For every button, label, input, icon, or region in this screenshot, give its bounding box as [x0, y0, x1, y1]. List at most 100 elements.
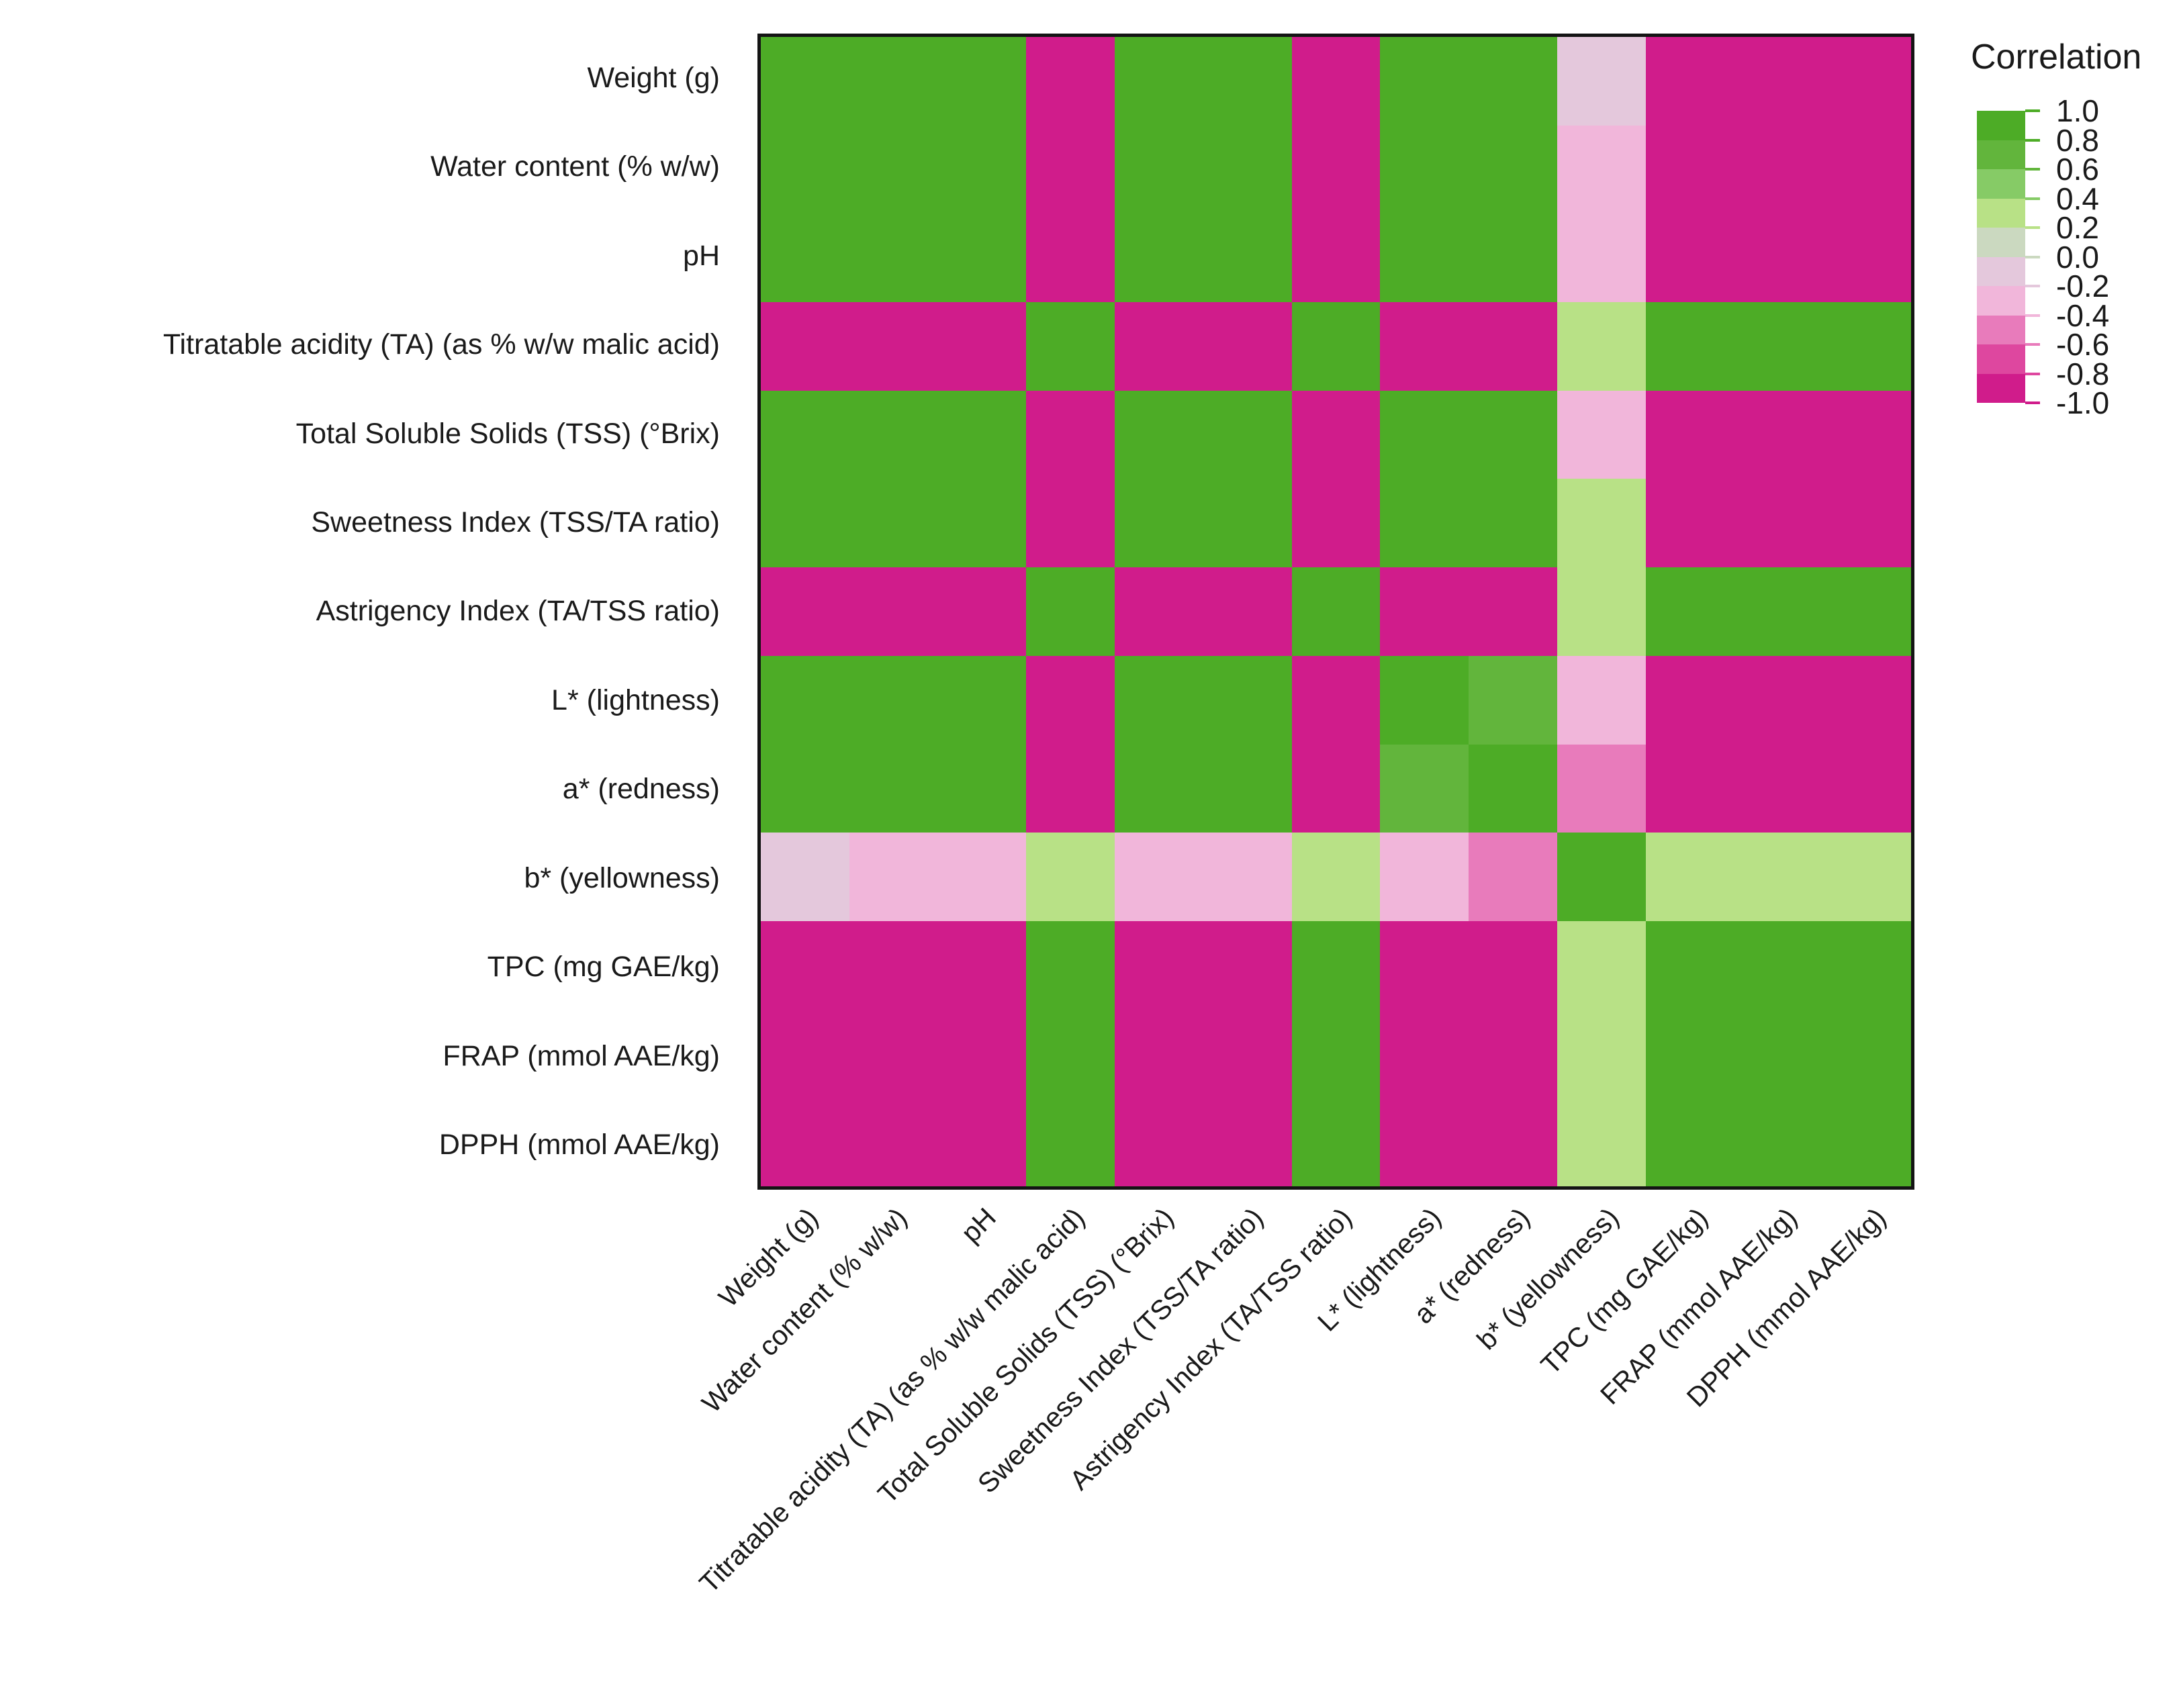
heatmap-cell — [1380, 833, 1469, 921]
x-axis-tick-slot: Weight (g) — [712, 1190, 847, 1313]
heatmap-cell — [1026, 37, 1115, 126]
heatmap-cell — [1822, 214, 1911, 303]
heatmap-cell — [937, 744, 1027, 833]
x-axis-tick-slot: pH — [935, 1190, 1025, 1249]
colorbar-tick-mark — [2025, 255, 2040, 258]
y-axis-tick-label: b* (yellowness) — [524, 861, 720, 894]
heatmap-cell — [1734, 125, 1823, 214]
colorbar-tick-mark — [2025, 226, 2040, 229]
heatmap-cell — [761, 1009, 849, 1098]
heatmap-cell — [1115, 479, 1203, 568]
heatmap-cell — [1645, 1098, 1734, 1186]
x-axis-tick-slot: Total Soluble Solids (TSS) (°Brix) — [872, 1190, 1203, 1509]
heatmap-cell — [937, 1009, 1027, 1098]
heatmap-cell — [1645, 390, 1734, 479]
heatmap-cell — [1380, 567, 1469, 656]
heatmap-cell — [1645, 744, 1734, 833]
heatmap-cell — [1291, 125, 1381, 214]
x-axis-tick-label: TPC (mg GAE/kg) — [1535, 1202, 1714, 1381]
heatmap-cell — [1822, 37, 1911, 126]
heatmap-cell — [849, 1098, 938, 1186]
heatmap-cell — [1822, 1098, 1911, 1186]
heatmap-cell — [1822, 567, 1911, 656]
heatmap-cell — [1291, 920, 1381, 1010]
heatmap-cell — [1734, 1009, 1823, 1098]
heatmap-cell — [849, 214, 938, 303]
heatmap-cell — [1645, 833, 1734, 921]
heatmap-cell — [1291, 390, 1381, 479]
heatmap-cell — [1291, 479, 1381, 568]
heatmap-cell — [1026, 479, 1115, 568]
x-axis-tick-slot: Sweetness Index (TSS/TA ratio) — [972, 1190, 1292, 1499]
heatmap-cell — [1380, 744, 1469, 833]
heatmap-cell — [1380, 1098, 1469, 1186]
heatmap-cell — [1203, 479, 1292, 568]
heatmap-cell — [937, 214, 1027, 303]
colorbar-tick-mark — [2025, 343, 2040, 346]
heatmap-cell — [1734, 833, 1823, 921]
heatmap-cell — [1469, 833, 1557, 921]
x-axis-tick-slot: Water content (% w/w) — [696, 1190, 936, 1419]
heatmap-cell — [1203, 125, 1292, 214]
heatmap-cell — [1645, 302, 1734, 391]
heatmap-cell — [761, 37, 849, 126]
heatmap-cell — [1822, 655, 1911, 745]
heatmap-cell — [1115, 125, 1203, 214]
colorbar-segment — [1977, 373, 2025, 403]
heatmap-cell — [937, 390, 1027, 479]
heatmap-cell — [1203, 214, 1292, 303]
heatmap-cell — [1380, 479, 1469, 568]
heatmap-cell — [937, 1098, 1027, 1186]
heatmap-cell — [1380, 1009, 1469, 1098]
heatmap-cell — [1026, 390, 1115, 479]
colorbar-tick-label: -0.2 — [2056, 269, 2110, 303]
heatmap-cell — [1557, 833, 1646, 921]
heatmap-cell — [937, 567, 1027, 656]
heatmap-cell — [1557, 655, 1646, 745]
heatmap-cell — [1115, 920, 1203, 1010]
x-axis-tick-slot: Titratable acidity (TA) (as % w/w malic … — [694, 1190, 1114, 1599]
heatmap-cell — [1291, 1009, 1381, 1098]
colorbar-tick-mark — [2025, 109, 2040, 112]
heatmap-cell — [1822, 920, 1911, 1010]
heatmap-cell — [937, 833, 1027, 921]
heatmap-cell — [1115, 833, 1203, 921]
heatmap-cell — [1026, 567, 1115, 656]
heatmap-cell — [761, 479, 849, 568]
heatmap-cell — [1380, 302, 1469, 391]
heatmap-cell — [1203, 1098, 1292, 1186]
heatmap-cell — [1822, 302, 1911, 391]
heatmap-cell — [1557, 1098, 1646, 1186]
heatmap-cell — [1734, 920, 1823, 1010]
heatmap-cell — [1026, 920, 1115, 1010]
colorbar-tick-mark — [2025, 314, 2040, 317]
colorbar-tick-label: 0.0 — [2056, 239, 2099, 275]
heatmap-cell — [761, 390, 849, 479]
heatmap-cell — [849, 125, 938, 214]
colorbar-tick-mark — [2025, 168, 2040, 171]
heatmap-cell — [1203, 37, 1292, 126]
colorbar-segment — [1977, 140, 2025, 169]
heatmap-cell — [761, 214, 849, 303]
heatmap-cell — [849, 655, 938, 745]
colorbar-segment — [1977, 228, 2025, 257]
heatmap-cell — [1469, 390, 1557, 479]
heatmap-cell — [1734, 744, 1823, 833]
colorbar-gradient — [1977, 111, 2025, 403]
colorbar-segment — [1977, 315, 2025, 344]
heatmap-cell — [1822, 479, 1911, 568]
colorbar-tick-label: -1.0 — [2056, 385, 2110, 420]
heatmap-cell — [761, 125, 849, 214]
heatmap-cell — [1026, 655, 1115, 745]
colorbar-segment — [1977, 198, 2025, 228]
heatmap-cell — [1115, 655, 1203, 745]
heatmap-cell — [1380, 214, 1469, 303]
heatmap-cell — [1469, 567, 1557, 656]
colorbar-tick-label: -0.8 — [2056, 356, 2110, 391]
heatmap-cell — [1026, 833, 1115, 921]
colorbar-tick-mark — [2025, 285, 2040, 287]
heatmap-cell — [849, 744, 938, 833]
heatmap-cell — [1645, 655, 1734, 745]
